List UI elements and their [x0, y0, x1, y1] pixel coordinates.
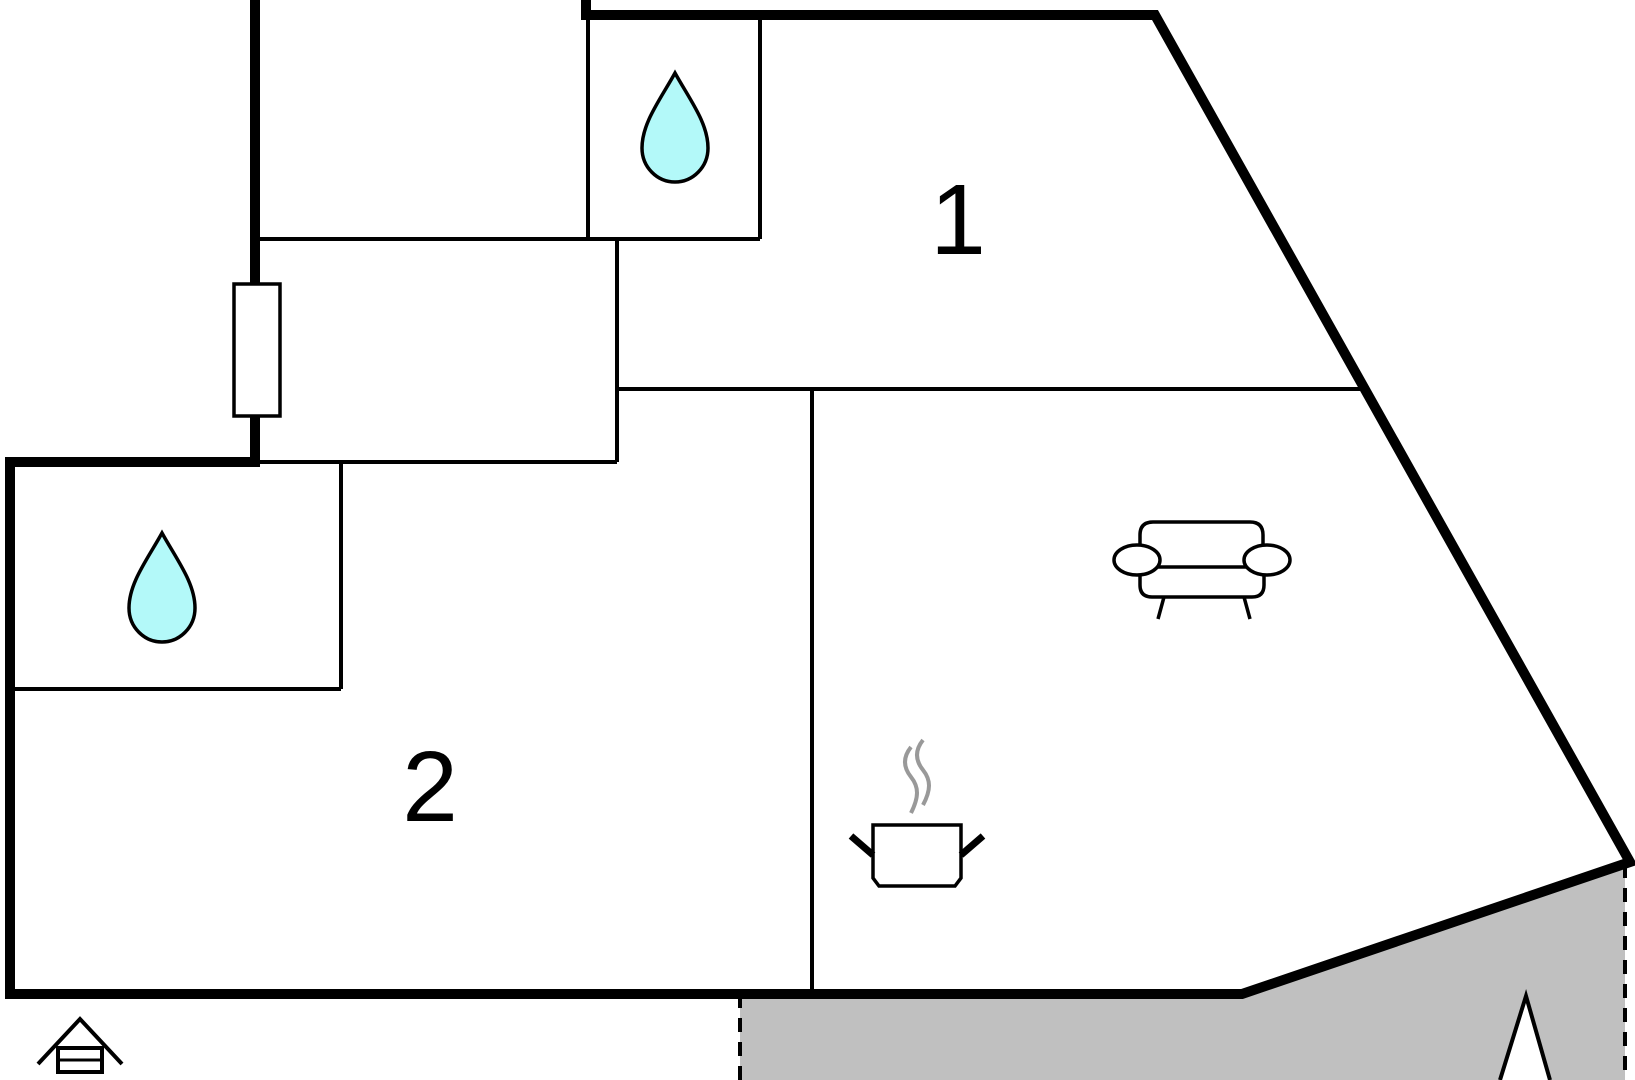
terrace-area: [740, 864, 1625, 1080]
interior-walls: [10, 15, 1360, 994]
house-entrance-icon: [36, 1016, 124, 1074]
outer-wall: [5, 0, 1635, 999]
window-element: [232, 282, 282, 418]
water-drop-icon: [127, 529, 197, 644]
water-drop-icon: [640, 69, 710, 184]
room-label-1: 1: [930, 164, 986, 276]
room-label-2: 2: [402, 731, 458, 843]
cooking-pot-icon: [848, 738, 986, 888]
north-arrow-icon: [1498, 988, 1552, 1080]
sofa-icon: [1112, 520, 1292, 620]
